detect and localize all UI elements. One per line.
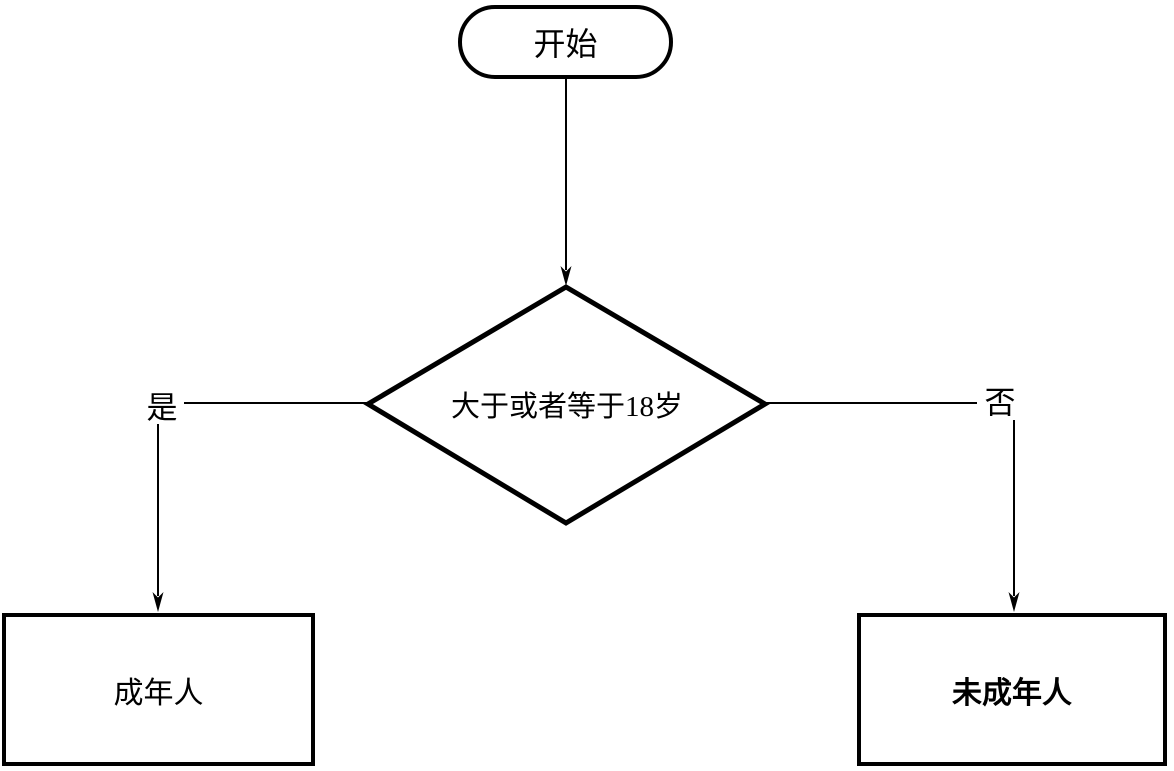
- minor-node-label: 未成年人: [952, 676, 1072, 710]
- minor-node: 未成年人: [857, 613, 1167, 766]
- decision-node-label: 大于或者等于18岁: [450, 391, 684, 423]
- adult-node: 成年人: [2, 613, 315, 766]
- arrowhead-minor-icon: [1008, 592, 1020, 612]
- no-edge-label: 否: [984, 385, 1016, 421]
- decision-diamond-shape: [363, 284, 770, 526]
- yes-edge-label: 是: [146, 390, 178, 426]
- start-node: 开始: [458, 5, 673, 79]
- arrowhead-adult-icon: [152, 592, 164, 612]
- arrowhead-decision-icon: [560, 266, 572, 286]
- start-node-label: 开始: [533, 26, 598, 62]
- adult-node-label: 成年人: [113, 676, 204, 710]
